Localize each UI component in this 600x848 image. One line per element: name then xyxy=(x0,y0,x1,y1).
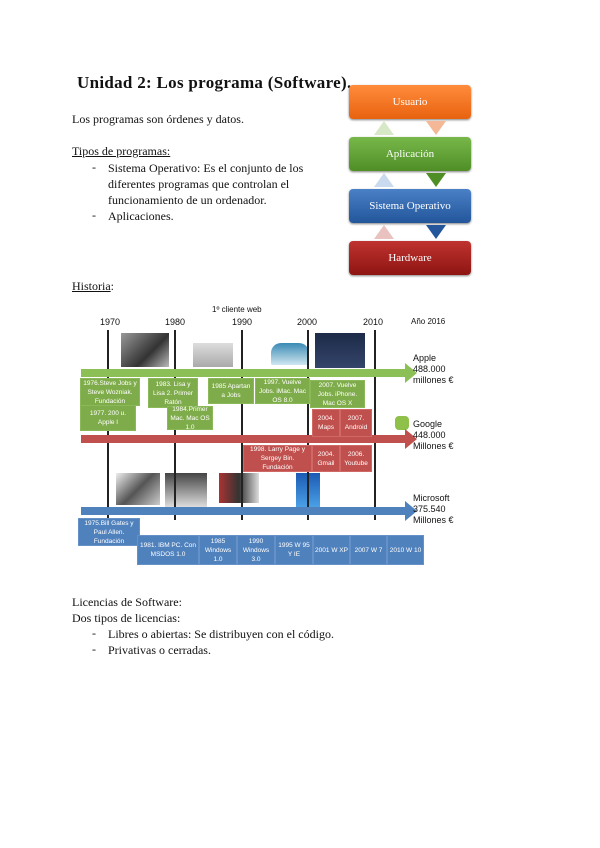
history-colon: : xyxy=(110,279,115,293)
arrow-up-icon xyxy=(374,225,394,239)
company-name: Microsoft xyxy=(413,493,450,503)
apple-summary: Apple 488.000 millones € xyxy=(413,353,454,386)
decade-line xyxy=(307,330,309,520)
company-name: Google xyxy=(413,419,443,429)
apple-event: 2007. Vuelve Jobs. iPhone. Mac OS X xyxy=(310,380,365,408)
list-item-so-line1: Sistema Operativo: Es el conjunto de los xyxy=(108,161,304,175)
layer-usuario: Usuario xyxy=(349,85,471,119)
apple-event: 1976.Steve Jobs y Steve Wozniak. Fundaci… xyxy=(80,378,140,406)
apple-timeline-bar xyxy=(81,369,405,377)
year-now-label: Año 2016 xyxy=(411,317,446,326)
year-label: 1980 xyxy=(165,317,186,327)
decade-line xyxy=(374,330,376,520)
year-label: 2010 xyxy=(363,317,384,327)
microsoft-event: 2007 W 7 xyxy=(350,535,387,565)
google-summary: Google 448.000 Millones € xyxy=(413,419,454,452)
microsoft-summary: Microsoft 375.540 Millones € xyxy=(413,493,454,526)
timeline-annotation: 1º cliente web xyxy=(212,305,262,314)
arrow-down-icon xyxy=(426,121,446,135)
microsoft-timeline-bar xyxy=(81,507,405,515)
company-value: 488.000 xyxy=(413,364,446,374)
layer-sistema-operativo: Sistema Operativo xyxy=(349,189,471,223)
year-label: 1990 xyxy=(232,317,253,327)
microsoft-event: 1981. IBM PC. Con MSDOS 1.0 xyxy=(137,535,199,565)
microsoft-event: 1990 Windows 3.0 xyxy=(237,535,275,565)
arrow-up-icon xyxy=(374,121,394,135)
gates-allen-photo xyxy=(116,473,160,505)
list-item-so-line2: diferentes programas que controlan el xyxy=(108,177,290,191)
layer-hardware: Hardware xyxy=(349,241,471,275)
license-item-privativas: Privativas o cerradas. xyxy=(108,643,211,657)
arrow-right-icon xyxy=(405,429,417,449)
decade-line xyxy=(241,330,243,520)
macintosh-photo xyxy=(193,343,233,367)
windows-founders-photo xyxy=(219,473,259,503)
history-heading: Historia: xyxy=(72,278,114,294)
arrow-down-icon xyxy=(426,173,446,187)
company-name: Apple xyxy=(413,353,437,363)
google-timeline-bar xyxy=(81,435,405,443)
list-item-so-line3: funcionamiento de un ordenador. xyxy=(108,193,267,207)
licenses-subheading: Dos tipos de licencias: xyxy=(72,611,181,625)
microsoft-event: 1975.Bill Gates y Paul Allen. Fundación xyxy=(78,518,140,546)
list-item-apps: Aplicaciones. xyxy=(108,209,174,223)
apple-event: 1977. 200 u. Apple I xyxy=(80,405,136,431)
android-logo-icon xyxy=(395,416,409,430)
arrow-down-icon xyxy=(426,225,446,239)
google-event: 2004. Maps xyxy=(312,409,340,437)
licenses-heading: Licencias de Software: xyxy=(72,595,182,609)
company-value: 448.000 xyxy=(413,430,446,440)
arrow-right-icon xyxy=(405,363,417,383)
google-event: 1998. Larry Page y Sergey Bin. Fundación xyxy=(243,445,312,472)
list-dash: - xyxy=(92,642,96,656)
intro-text: Los programas son órdenes y datos. xyxy=(72,112,244,126)
apple-event: 1983. Lisa y Lisa 2. Primer Ratón xyxy=(148,378,198,408)
apple-event: 1997. Vuelve Jobs. iMac. Mac OS 8.0 xyxy=(255,378,310,404)
google-event: 2004. Gmail xyxy=(312,445,340,472)
software-layers-diagram: Usuario Aplicación Sistema Operativo Har… xyxy=(349,85,471,277)
list-dash: - xyxy=(92,626,96,640)
apple-event: 1985 Apartan a Jobs xyxy=(208,378,254,404)
arrow-up-icon xyxy=(374,173,394,187)
microsoft-event: 1995 W 95 Y IE xyxy=(275,535,313,565)
company-unit: millones € xyxy=(413,375,454,385)
layer-aplicacion: Aplicación xyxy=(349,137,471,171)
company-unit: Millones € xyxy=(413,515,454,525)
apple-event: 1984.Primer Mac. Mac OS 1.0 xyxy=(167,406,213,431)
microsoft-event: 1985 Windows 1.0 xyxy=(199,535,237,565)
company-unit: Millones € xyxy=(413,441,454,451)
list-dash: - xyxy=(92,160,96,174)
imac-photo xyxy=(271,343,309,365)
iphone-keynote-photo xyxy=(315,333,365,368)
year-label: 1970 xyxy=(100,317,121,327)
arrow-right-icon xyxy=(405,501,417,521)
google-event: 2006. Youtube xyxy=(340,445,372,472)
jobs-wozniak-photo xyxy=(121,333,169,367)
list-dash: - xyxy=(92,208,96,222)
history-heading-text: Historia xyxy=(72,279,111,293)
company-value: 375.540 xyxy=(413,504,446,514)
page-title: Unidad 2: Los programa (Software). xyxy=(77,73,352,92)
types-heading: Tipos de programas: xyxy=(72,144,171,158)
microsoft-event: 2010 W 10 xyxy=(387,535,424,565)
license-item-libres: Libres o abiertas: Se distribuyen con el… xyxy=(108,627,334,641)
year-label: 2000 xyxy=(297,317,318,327)
microsoft-event: 2001 W XP xyxy=(313,535,350,565)
google-event: 2007. Android xyxy=(340,409,372,437)
tech-companies-timeline: 1º cliente web 1970 1980 1990 2000 2010 … xyxy=(75,305,475,567)
ibm-pc-photo xyxy=(165,473,207,507)
